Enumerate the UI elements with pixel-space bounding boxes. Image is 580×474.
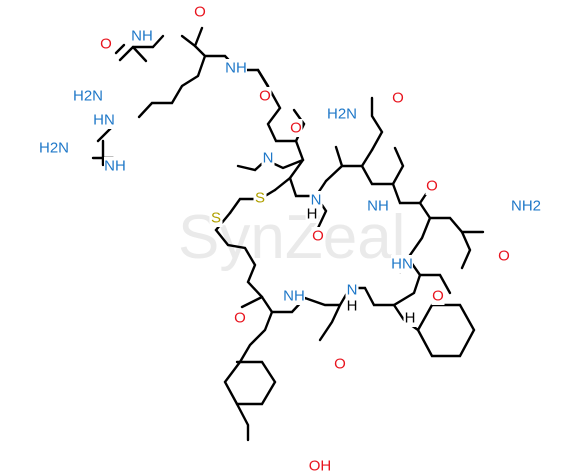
atom-label-glyO: O (194, 4, 206, 21)
atom-label-glnNH2: NH2 (511, 198, 541, 215)
atom-label-cysNH: N (311, 192, 322, 209)
atom-label-cysO: O (290, 120, 302, 137)
atom-label-glyNH2: H2N (73, 88, 103, 105)
atom-label-glyO2: O (100, 36, 112, 53)
atom-label-bg (93, 111, 115, 129)
atom-label-bg (391, 89, 405, 107)
atom-label-bg (309, 457, 331, 474)
atom-label-pheO: O (432, 288, 444, 305)
atom-label-argNHg: HN (93, 112, 115, 129)
atom-label-bg (258, 87, 272, 105)
atom-label-bg (193, 3, 207, 21)
atom-label-cysH: H (307, 206, 318, 223)
atom-label-asnO1: O (392, 90, 404, 107)
atom-label-bg (104, 157, 126, 175)
atom-label-bg (225, 59, 247, 77)
atom-label-bg (131, 27, 153, 45)
atom-label-bg (403, 309, 417, 327)
atom-label-bg (209, 209, 223, 227)
atom-label-bg (311, 227, 325, 245)
atom-label-bg (431, 287, 445, 305)
atom-label-tyrO: O (334, 356, 346, 373)
atom-label-bg (261, 149, 275, 167)
atom-label-bg (367, 197, 389, 215)
atom-label-bg (289, 119, 303, 137)
atom-label-bg (38, 139, 70, 157)
atom-label-S2: S (211, 210, 221, 227)
atom-label-bg (305, 205, 319, 223)
atom-label-bg (326, 105, 358, 123)
atom-label-glyNH: NH (131, 28, 153, 45)
atom-label-bg (510, 197, 542, 215)
atom-label-bg (99, 35, 113, 53)
atom-label-tyrNH: NH (283, 288, 305, 305)
atom-label-pheCH: H (405, 310, 416, 327)
atom-label-pheH: H (347, 298, 358, 315)
atom-label-glnNH: HN (391, 256, 413, 273)
atom-label-bg (283, 287, 305, 305)
atom-label-S1: S (255, 190, 265, 207)
atom-label-glnO: O (426, 178, 438, 195)
atom-label-guaNH: NH (104, 158, 126, 175)
atom-label-bg (345, 297, 359, 315)
atom-label-tyrOH: OH (309, 458, 332, 474)
atom-label-bg (425, 177, 439, 195)
atom-label-glnO2: O (498, 248, 510, 265)
atom-label-bg (497, 247, 511, 265)
atom-label-asnNH: NH (367, 198, 389, 215)
atom-label-proO: O (259, 88, 271, 105)
atom-label-mpaO: O (234, 310, 246, 327)
atom-label-bg (391, 255, 413, 273)
atom-label-bg (333, 355, 347, 373)
atom-label-asnO2: O (312, 228, 324, 245)
atom-label-asnNH2: H2N (327, 106, 357, 123)
atom-label-guaNH2: H2N (39, 140, 69, 157)
atom-label-bg (253, 189, 267, 207)
atom-label-argNH: NH (225, 60, 247, 77)
atom-label-bg (309, 191, 323, 209)
atom-label-bg (345, 281, 359, 299)
atom-label-bg (72, 87, 104, 105)
atom-label-proN: N (263, 150, 274, 167)
atom-label-bg (233, 309, 247, 327)
atom-label-pheNH: N (347, 282, 358, 299)
